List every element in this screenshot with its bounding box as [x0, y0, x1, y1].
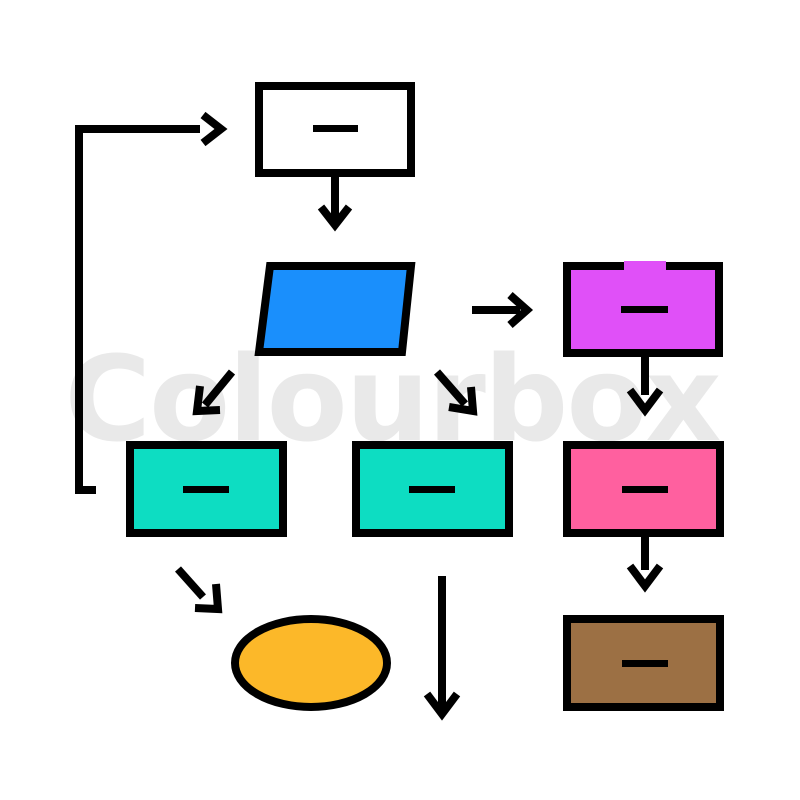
node-side-process: [563, 261, 723, 357]
node-branch-right: [352, 441, 513, 537]
node-terminal-ellipse: [231, 615, 391, 711]
loop-back-connector: [75, 125, 200, 494]
arrowhead-side-to-pink: [626, 387, 664, 417]
branch-right-dash-icon: [409, 486, 455, 493]
node-input-parallelogram: [254, 262, 416, 356]
connector-input-to-branch-left: [201, 369, 236, 408]
arrowhead-input-to-branch-right: [448, 386, 478, 416]
brown-process-dash-icon: [622, 660, 668, 667]
arrowhead-branch-right-down: [423, 691, 461, 721]
branch-left-dash-icon: [183, 486, 229, 493]
arrowhead-pink-to-brown: [626, 563, 664, 593]
arrowhead-input-to-branch-left: [192, 385, 221, 416]
arrowhead-input-to-side: [507, 292, 534, 328]
side-process-dash-icon: [621, 306, 668, 313]
arrowhead-start-to-input: [317, 204, 353, 232]
node-brown-process: [563, 615, 724, 711]
node-pink-process: [563, 441, 724, 537]
connector-input-to-branch-right: [433, 369, 469, 407]
loop-back-arrowhead: [200, 111, 228, 147]
start-dash-icon: [313, 125, 358, 132]
node-branch-left: [126, 441, 287, 537]
node-start: [255, 82, 415, 177]
arrowhead-branch-left-to-terminal: [194, 583, 223, 614]
connector-branch-left-to-terminal: [175, 566, 206, 600]
pink-process-dash-icon: [622, 486, 668, 493]
side-process-top-gap: [624, 261, 666, 270]
